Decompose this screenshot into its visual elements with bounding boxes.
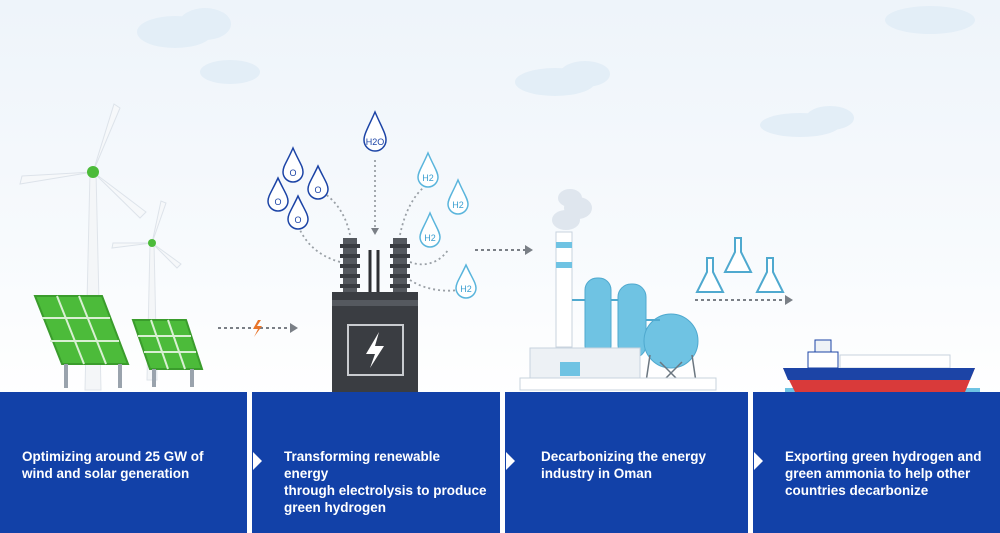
step-1-panel: Optimizing around 25 GW of wind and sola… <box>0 392 247 533</box>
hydrogen-drop-labels: H2 H2 H2 H2 <box>422 173 472 294</box>
step-3-panel: Decarbonizing the energy industry in Oma… <box>505 392 748 533</box>
refinery-icon <box>519 189 717 391</box>
connector-arrow-2 <box>475 245 533 255</box>
connector-arrow-3 <box>695 295 793 305</box>
flask-icons <box>695 237 785 293</box>
chevron-right-icon <box>506 452 515 470</box>
step-4-panel: Exporting green hydrogen and green ammon… <box>753 392 1000 533</box>
svg-text:O: O <box>294 215 301 225</box>
svg-text:H2: H2 <box>424 233 436 243</box>
solar-panel-icon <box>33 295 204 388</box>
svg-text:H2: H2 <box>422 173 434 183</box>
svg-text:H2: H2 <box>460 284 472 294</box>
electrolysis-flow-arrows <box>299 160 459 292</box>
lightning-icon <box>253 320 262 337</box>
svg-text:H2O: H2O <box>366 137 385 147</box>
oxygen-drop-labels: O O O O <box>274 168 321 225</box>
clouds <box>137 6 975 137</box>
step-4-text: Exporting green hydrogen and green ammon… <box>785 449 982 498</box>
chevron-right-icon <box>754 452 763 470</box>
chevron-right-icon <box>253 452 262 470</box>
svg-text:O: O <box>274 197 281 207</box>
step-1-text: Optimizing around 25 GW of wind and sola… <box>22 449 204 481</box>
step-3-text: Decarbonizing the energy industry in Oma… <box>541 449 707 481</box>
hydrogen-drops <box>417 151 477 299</box>
water-drop-icon: H2O <box>363 110 387 152</box>
oxygen-drops <box>267 146 329 230</box>
svg-text:H2: H2 <box>452 200 464 210</box>
step-2-text: Transforming renewable energy through el… <box>284 449 487 515</box>
svg-text:O: O <box>314 185 321 195</box>
electrolyzer-icon <box>332 238 418 392</box>
svg-text:O: O <box>289 168 296 178</box>
step-2-panel: Transforming renewable energy through el… <box>252 392 500 533</box>
connector-arrow-1 <box>218 320 298 337</box>
